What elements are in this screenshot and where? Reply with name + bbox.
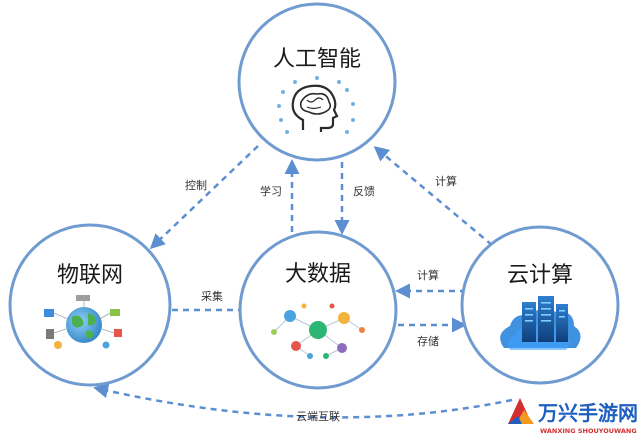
edge-label-control: 控制 xyxy=(185,178,207,192)
node-ai-title: 人工智能 xyxy=(273,47,361,72)
globe-devices-icon xyxy=(44,295,122,349)
node-iot-title: 物联网 xyxy=(57,263,123,288)
brain-head-icon xyxy=(277,76,355,134)
node-bigdata: 大数据 xyxy=(238,230,398,390)
edge-labels: 控制 学习 反馈 计算 采集 计算 存储 云端互联 xyxy=(185,174,457,423)
node-cloud-title: 云计算 xyxy=(507,263,573,288)
edge-cloud-to-iot xyxy=(93,383,513,419)
edge-label-learn: 学习 xyxy=(260,184,282,198)
edge-label-collect: 采集 xyxy=(201,289,223,303)
edge-label-storage: 存储 xyxy=(417,334,439,348)
edge-ai-to-iot xyxy=(149,145,259,250)
node-iot: 物联网 xyxy=(8,223,172,387)
edge-label-feedback: 反馈 xyxy=(353,185,375,198)
data-network-icon xyxy=(271,303,365,359)
node-bigdata-title: 大数据 xyxy=(285,262,351,287)
watermark-logo-icon xyxy=(508,398,534,424)
watermark-subtitle: WANXING SHOUYOUWANG xyxy=(540,427,637,435)
node-ai: 人工智能 xyxy=(237,2,397,162)
watermark-title: 万兴手游网 xyxy=(537,401,638,425)
edge-label-compute-ai: 计算 xyxy=(435,174,457,188)
edges xyxy=(93,145,513,419)
node-cloud: 云计算 xyxy=(460,225,620,385)
edge-label-compute-bigdata: 计算 xyxy=(417,268,439,282)
server-cloud-icon xyxy=(500,296,581,350)
edge-label-cloud-iot: 云端互联 xyxy=(296,410,340,423)
watermark: 万兴手游网 WANXING SHOUYOUWANG xyxy=(508,398,638,435)
edge-cloud-to-ai xyxy=(373,146,493,246)
